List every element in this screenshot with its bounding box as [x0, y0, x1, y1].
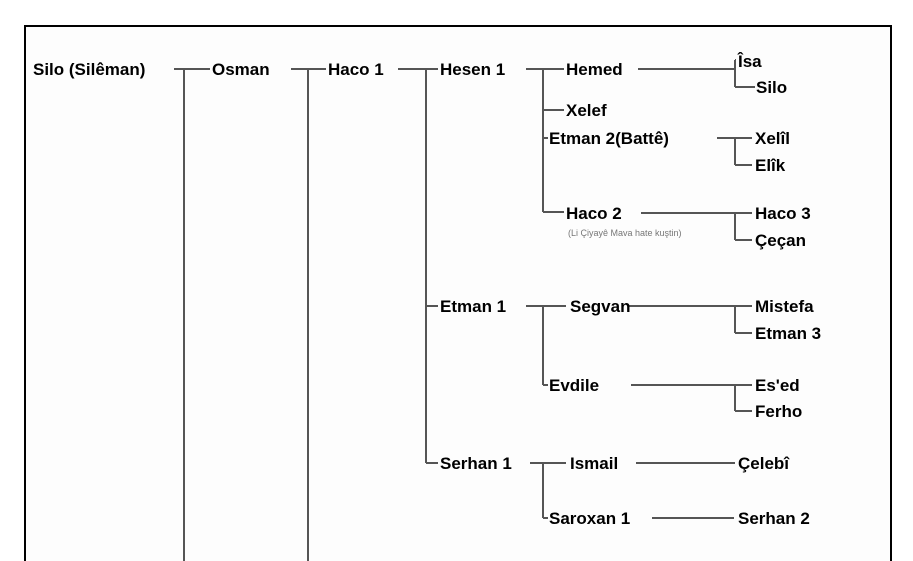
person-evdile: Evdile: [549, 376, 599, 395]
person-xelil: Xelîl: [755, 129, 790, 148]
person-ismail: Ismail: [570, 454, 618, 473]
person-hesen-1: Hesen 1: [440, 60, 505, 79]
person-etman-3: Etman 3: [755, 324, 821, 343]
person-esed: Es'ed: [755, 376, 800, 395]
person-silo-sileman: Silo (Silêman): [33, 60, 145, 79]
diagram-frame: [24, 25, 892, 561]
person-haco-1: Haco 1: [328, 60, 384, 79]
person-cecan: Çeçan: [755, 231, 806, 250]
person-saroxan-1: Saroxan 1: [549, 509, 630, 528]
person-haco-2: Haco 2: [566, 204, 622, 223]
person-haco-3: Haco 3: [755, 204, 811, 223]
person-etman-2: Etman 2(Battê): [549, 129, 669, 148]
person-ferho: Ferho: [755, 402, 802, 421]
person-silo: Silo: [756, 78, 787, 97]
person-elik: Elîk: [755, 156, 786, 175]
person-xelef: Xelef: [566, 101, 607, 120]
person-etman-1: Etman 1: [440, 297, 506, 316]
person-osman: Osman: [212, 60, 270, 79]
person-serhan-2: Serhan 2: [738, 509, 810, 528]
person-serhan-1: Serhan 1: [440, 454, 512, 473]
person-segvan: Segvan: [570, 297, 630, 316]
connector-lines: [174, 59, 755, 561]
person-isa: Îsa: [737, 52, 762, 71]
haco-2-note: (Li Çiyayê Mava hate kuştin): [568, 228, 682, 238]
person-hemed: Hemed: [566, 60, 623, 79]
person-celebi: Çelebî: [738, 454, 790, 473]
person-mistefa: Mistefa: [755, 297, 814, 316]
